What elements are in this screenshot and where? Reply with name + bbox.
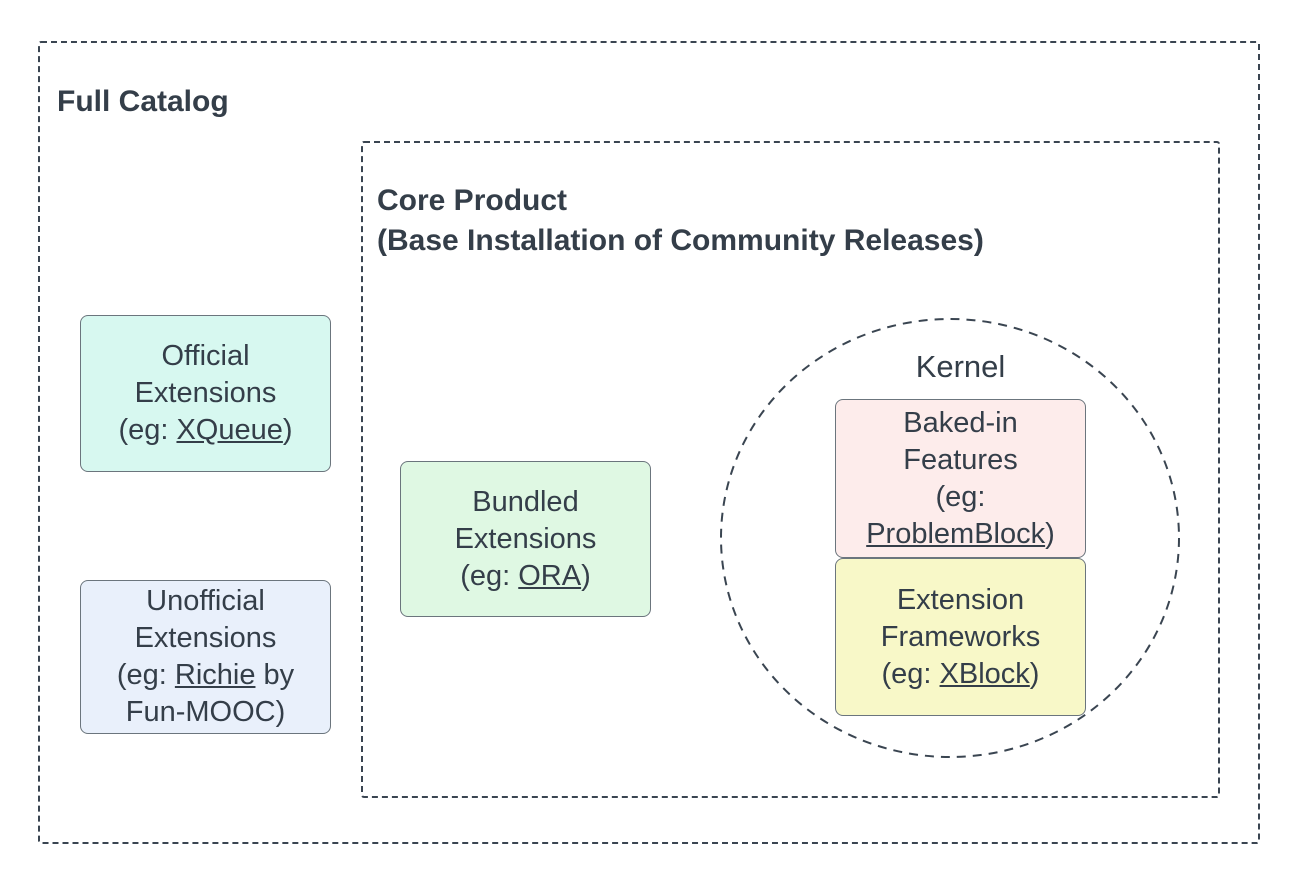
bundled-extensions-line1: Bundled [472, 485, 579, 518]
unofficial-extensions-line3: (eg: Richie by [117, 657, 294, 694]
unofficial-extensions-line4: Fun-MOOC) [125, 696, 286, 728]
extension-frameworks-line3: (eg: XBlock) [881, 656, 1041, 693]
bundled-extensions-line3: (eg: ORA) [455, 558, 597, 595]
baked-in-features-box: Baked-in Features (eg: ProblemBlock) [835, 399, 1086, 558]
kernel-label: Kernel [915, 349, 1006, 384]
unofficial-extensions-text: Unofficial Extensions (eg: Richie by Fun… [117, 583, 294, 731]
official-extensions-box: Official Extensions (eg: XQueue) [80, 315, 331, 472]
extension-frameworks-line2: Frameworks [880, 620, 1041, 653]
full-catalog-label: Full Catalog [57, 85, 229, 118]
unofficial-eg-prefix: (eg: [116, 659, 175, 691]
xqueue-link[interactable]: XQueue [176, 414, 283, 446]
core-product-title-line2: (Base Installation of Community Releases… [377, 224, 984, 257]
core-product-title-line1: Core Product [377, 184, 568, 217]
problemblock-link[interactable]: ProblemBlock [866, 517, 1046, 550]
bundled-extensions-box: Bundled Extensions (eg: ORA) [400, 461, 651, 617]
ora-link[interactable]: ORA [518, 559, 582, 592]
official-extensions-line1: Official [161, 340, 250, 372]
baked-in-features-line3: (eg: [935, 480, 986, 513]
bundled-extensions-text: Bundled Extensions (eg: ORA) [455, 484, 597, 595]
extension-frameworks-box: Extension Frameworks (eg: XBlock) [835, 558, 1086, 716]
core-product-container [361, 141, 1220, 798]
baked-in-features-line4: ProblemBlock) [866, 516, 1055, 553]
unofficial-extensions-box: Unofficial Extensions (eg: Richie by Fun… [80, 580, 331, 734]
xblock-link[interactable]: XBlock [939, 657, 1030, 690]
baked-in-eg-suffix: ) [1045, 517, 1055, 550]
bundled-eg-suffix: ) [581, 559, 591, 592]
official-extensions-line2: Extensions [134, 377, 277, 409]
baked-in-features-line2: Features [903, 443, 1018, 476]
frameworks-eg-prefix: (eg: [881, 657, 940, 690]
kernel-circle [718, 316, 1182, 760]
extension-frameworks-line1: Extension [896, 583, 1025, 616]
core-product-label: Core Product (Base Installation of Commu… [377, 181, 984, 261]
official-eg-suffix: ) [282, 414, 293, 446]
full-catalog-container [38, 41, 1260, 844]
official-extensions-text: Official Extensions (eg: XQueue) [118, 338, 292, 449]
baked-in-features-text: Baked-in Features (eg: ProblemBlock) [866, 405, 1055, 553]
official-eg-prefix: (eg: [118, 414, 177, 446]
frameworks-eg-suffix: ) [1029, 657, 1040, 690]
baked-in-features-line1: Baked-in [903, 406, 1018, 439]
extension-frameworks-text: Extension Frameworks (eg: XBlock) [881, 582, 1041, 693]
bundled-eg-prefix: (eg: [460, 559, 519, 592]
kernel-circle-svg [720, 318, 1180, 758]
bundled-extensions-line2: Extensions [454, 522, 597, 555]
unofficial-eg-mid: by [255, 659, 295, 691]
unofficial-extensions-line2: Extensions [134, 622, 277, 654]
richie-link[interactable]: Richie [174, 659, 256, 691]
official-extensions-line3: (eg: XQueue) [118, 412, 292, 449]
unofficial-extensions-line1: Unofficial [146, 585, 265, 617]
